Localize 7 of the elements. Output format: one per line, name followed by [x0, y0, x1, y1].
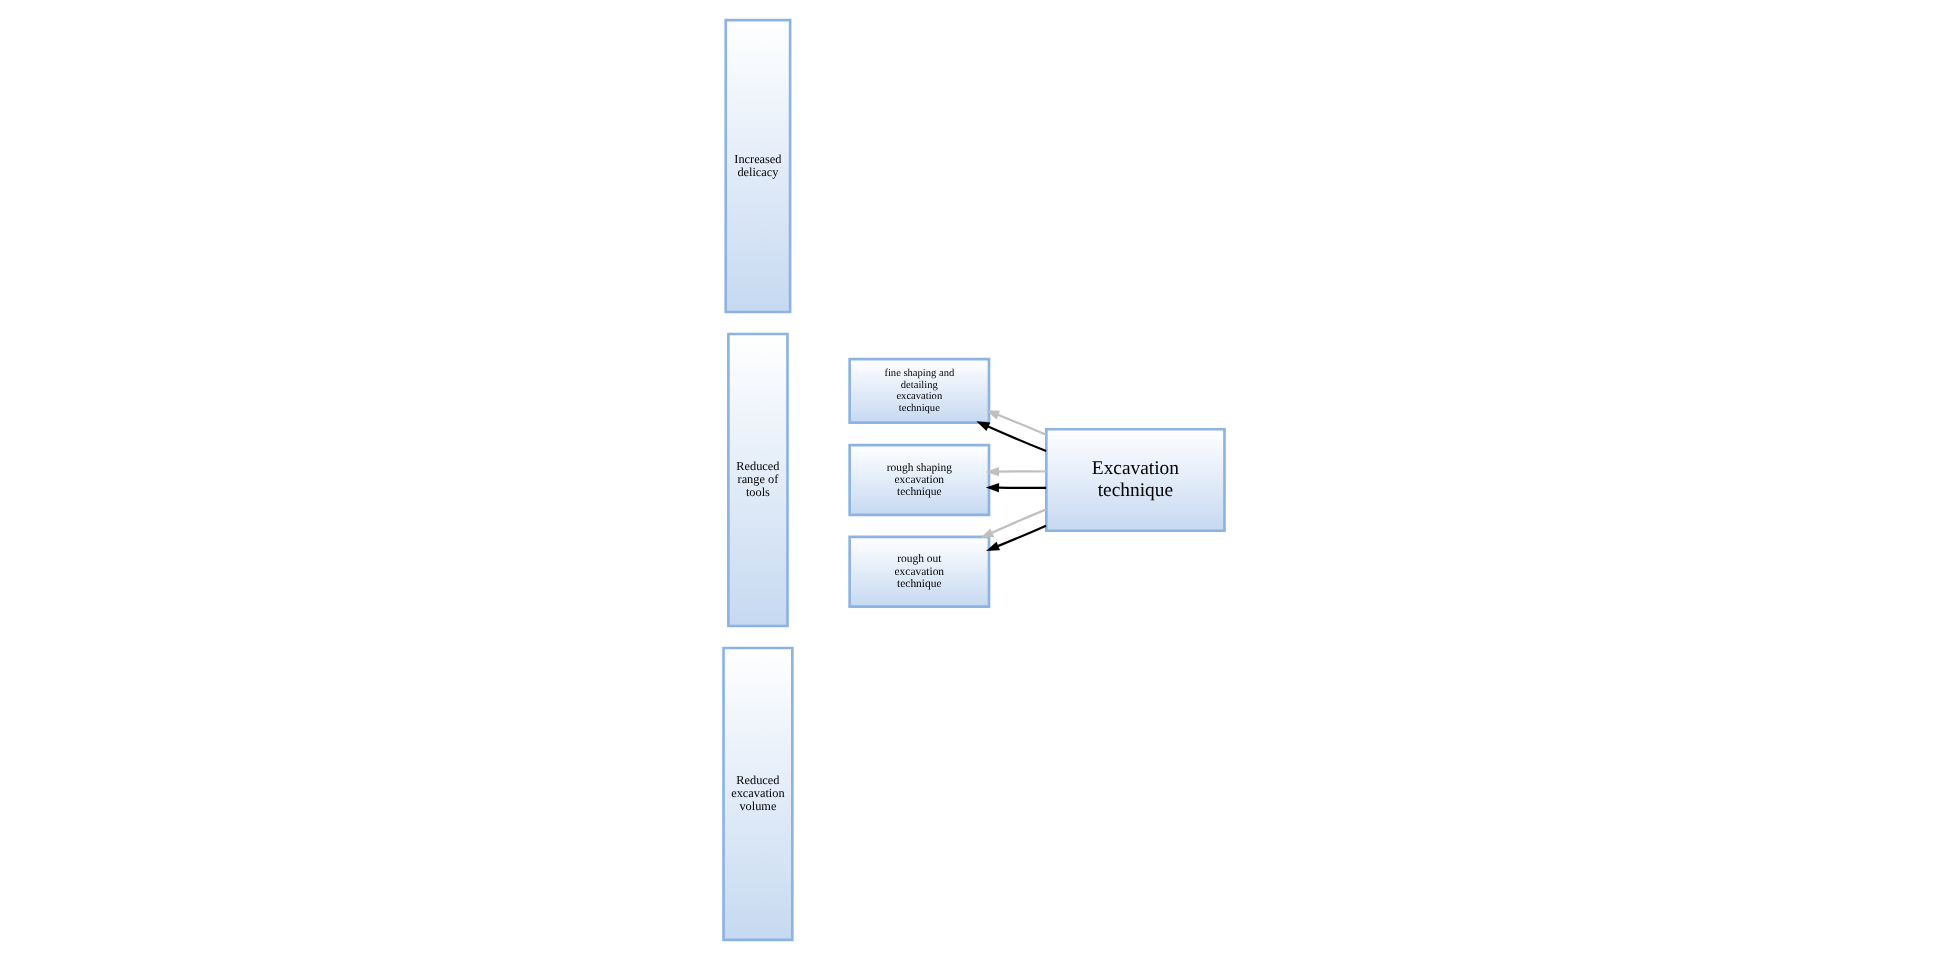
arrow [985, 483, 1047, 493]
arrow [976, 421, 1047, 453]
arrow [980, 508, 1047, 539]
arrow [986, 410, 1047, 436]
node-box: Excavation technique [1045, 427, 1226, 533]
arrow [985, 467, 1047, 477]
arrow [986, 524, 1047, 551]
